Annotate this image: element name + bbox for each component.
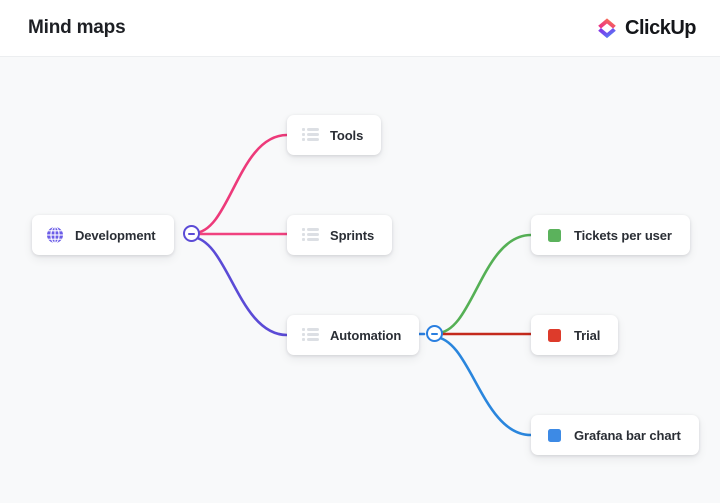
clickup-brand-logo: ClickUp [596, 17, 696, 40]
page-title: Mind maps [28, 17, 126, 38]
node-label: Sprints [330, 227, 375, 243]
collapse-toggle-automation[interactable] [426, 325, 443, 342]
edge-development-tools [192, 133, 289, 235]
edge-layer [190, 133, 533, 437]
edge-automation-tickets [435, 233, 533, 335]
app-header: Mind maps ClickUp [0, 0, 720, 57]
color-swatch-icon [545, 426, 563, 444]
list-icon [301, 126, 319, 144]
list-icon [301, 326, 319, 344]
list-icon [301, 226, 319, 244]
node-label: Tickets per user [574, 227, 672, 243]
node-label: Grafana bar chart [574, 427, 681, 443]
node-automation[interactable]: Automation [287, 315, 420, 355]
brand-name: ClickUp [625, 16, 696, 39]
globe-icon [46, 226, 64, 244]
edge-automation-grafana [433, 335, 533, 437]
color-swatch-icon [545, 326, 563, 344]
collapse-toggle-development[interactable] [183, 225, 200, 242]
edge-development-automation [190, 235, 289, 337]
node-sprints[interactable]: Sprints [287, 215, 393, 255]
minus-icon [188, 232, 195, 235]
node-label: Development [75, 227, 156, 243]
node-label: Tools [330, 127, 364, 143]
node-grafana-bar-chart[interactable]: Grafana bar chart [531, 415, 699, 455]
minus-icon [431, 332, 438, 335]
node-label: Trial [574, 327, 601, 343]
clickup-chevron-logo-icon [598, 18, 616, 39]
node-trial[interactable]: Trial [531, 315, 619, 355]
node-tools[interactable]: Tools [287, 115, 382, 155]
color-swatch-icon [545, 226, 563, 244]
node-label: Automation [330, 327, 402, 343]
mind-map-canvas[interactable]: Development Tools Sprints [0, 57, 720, 503]
node-development[interactable]: Development [32, 215, 174, 255]
node-tickets-per-user[interactable]: Tickets per user [531, 215, 690, 255]
